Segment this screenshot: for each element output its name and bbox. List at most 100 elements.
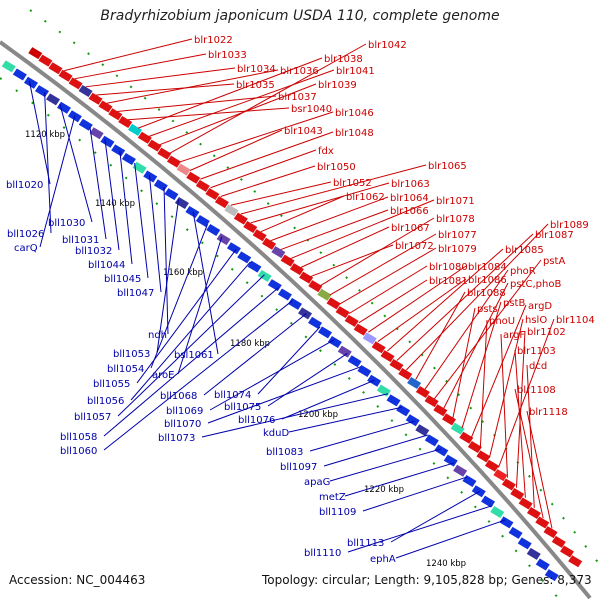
reverse-gene-label: bll1068 (160, 391, 197, 402)
forward-gene-block (518, 497, 533, 510)
forward-gene-label: blr1088 (467, 288, 506, 299)
forward-gene-block (98, 100, 113, 113)
forward-gene-label: blr1077 (438, 230, 477, 241)
forward-gene-label: pstC,phoB (510, 279, 561, 290)
reverse-label-leader (323, 434, 428, 467)
reverse-gene-block (396, 404, 411, 417)
forward-gene-block (186, 171, 201, 184)
reverse-gene-block (89, 127, 104, 140)
kbp-tick-label: 1240 kbp (426, 559, 466, 569)
forward-label-leader (415, 291, 466, 380)
forward-label-leader (230, 181, 332, 206)
kbp-tick-label: 1120 kbp (25, 130, 65, 140)
reverse-label-leader (104, 138, 120, 251)
forward-gene-block (78, 85, 93, 98)
forward-gene-block (353, 323, 368, 336)
forward-gene-label: blr1079 (438, 244, 477, 255)
forward-label-leader (405, 223, 549, 371)
forward-gene-block (147, 139, 162, 152)
reverse-label-leader (28, 80, 51, 185)
reverse-gene-block (267, 279, 282, 292)
forward-label-leader (179, 111, 334, 163)
forward-gene-block (48, 62, 63, 75)
reverse-gene-block (386, 394, 401, 407)
forward-label-leader (424, 269, 509, 390)
reverse-label-leader (192, 211, 219, 355)
forward-label-leader (377, 278, 467, 342)
kbp-tick-label: 1200 kbp (298, 410, 338, 420)
reverse-gene-block (100, 135, 115, 148)
forward-gene-block (271, 246, 286, 259)
reverse-gene-block (490, 505, 505, 518)
reverse-gene-label: bll1110 (304, 548, 341, 559)
forward-gene-block (38, 54, 53, 67)
reverse-gene-label: bll1057 (74, 412, 111, 423)
forward-gene-block (128, 123, 143, 136)
forward-gene-block (415, 386, 430, 399)
forward-gene-label: pstB (503, 298, 525, 309)
reverse-gene-label: bll1075 (224, 402, 261, 413)
forward-label-leader (488, 318, 524, 458)
reverse-gene-label: metZ (319, 492, 346, 503)
forward-gene-block (459, 431, 474, 444)
inner-tick-ring (0, 77, 561, 600)
reverse-gene-block (206, 223, 221, 236)
forward-gene-block (424, 395, 439, 408)
forward-gene-label: blr1035 (236, 80, 275, 91)
forward-gene-label: pstA (543, 256, 565, 267)
forward-label-leader (64, 38, 193, 72)
reverse-gene-block (143, 170, 158, 183)
forward-gene-block (289, 263, 304, 276)
reverse-label-leader (257, 326, 321, 395)
forward-gene-block (407, 377, 422, 390)
reverse-gene-label: bll1073 (158, 433, 195, 444)
forward-gene-label: blr1084 (468, 262, 507, 273)
forward-gene-label: blr1052 (333, 178, 372, 189)
reverse-gene-label: bll1097 (280, 462, 317, 473)
reverse-gene-block (308, 316, 323, 329)
forward-label-leader (200, 131, 334, 180)
forward-gene-label: blr1087 (535, 230, 574, 241)
forward-label-leader (106, 69, 279, 104)
reverse-gene-label: bll1060 (60, 446, 97, 457)
forward-gene-label: fdx (318, 146, 334, 157)
reverse-label-leader (344, 462, 455, 497)
forward-label-leader (138, 57, 323, 129)
kbp-tick-label: 1160 kbp (163, 268, 203, 278)
forward-gene-block (137, 131, 152, 144)
forward-label-leader (270, 196, 389, 242)
forward-gene-block (467, 441, 482, 454)
forward-label-leader (210, 149, 317, 189)
forward-gene-block (442, 413, 457, 426)
forward-gene-block (335, 306, 350, 319)
forward-label-leader (470, 304, 527, 439)
reverse-gene-label: bll1020 (6, 180, 43, 191)
reverse-gene-label: bll1056 (87, 396, 124, 407)
reverse-gene-block (35, 85, 50, 98)
forward-gene-block (433, 404, 448, 417)
accession-label: Accession: NC_004463 (9, 573, 146, 587)
forward-gene-label: blr1080 (429, 262, 468, 273)
reverse-label-leader (59, 103, 93, 223)
reverse-gene-block (508, 526, 523, 539)
reverse-label-leader (163, 187, 169, 335)
forward-gene-block (510, 487, 525, 500)
forward-gene-label: blr1078 (436, 214, 475, 225)
forward-gene-block (88, 92, 103, 105)
reverse-gene-label: bll1113 (347, 538, 384, 549)
forward-gene-block (108, 108, 123, 121)
forward-gene-label: blr1034 (237, 64, 276, 75)
reverse-gene-label: bll1069 (166, 406, 203, 417)
forward-label-leader (189, 129, 283, 171)
reverse-label-leader (288, 406, 402, 433)
forward-gene-block (262, 237, 277, 250)
forward-gene-label: phoU (489, 316, 515, 327)
reverse-gene-label: bll1026 (7, 229, 44, 240)
forward-gene-block (543, 526, 558, 539)
forward-label-leader (117, 95, 277, 112)
reverse-label-leader (119, 150, 133, 265)
reverse-gene-block (415, 424, 430, 437)
forward-label-leader (158, 83, 317, 146)
forward-gene-label: blr1104 (556, 315, 595, 326)
